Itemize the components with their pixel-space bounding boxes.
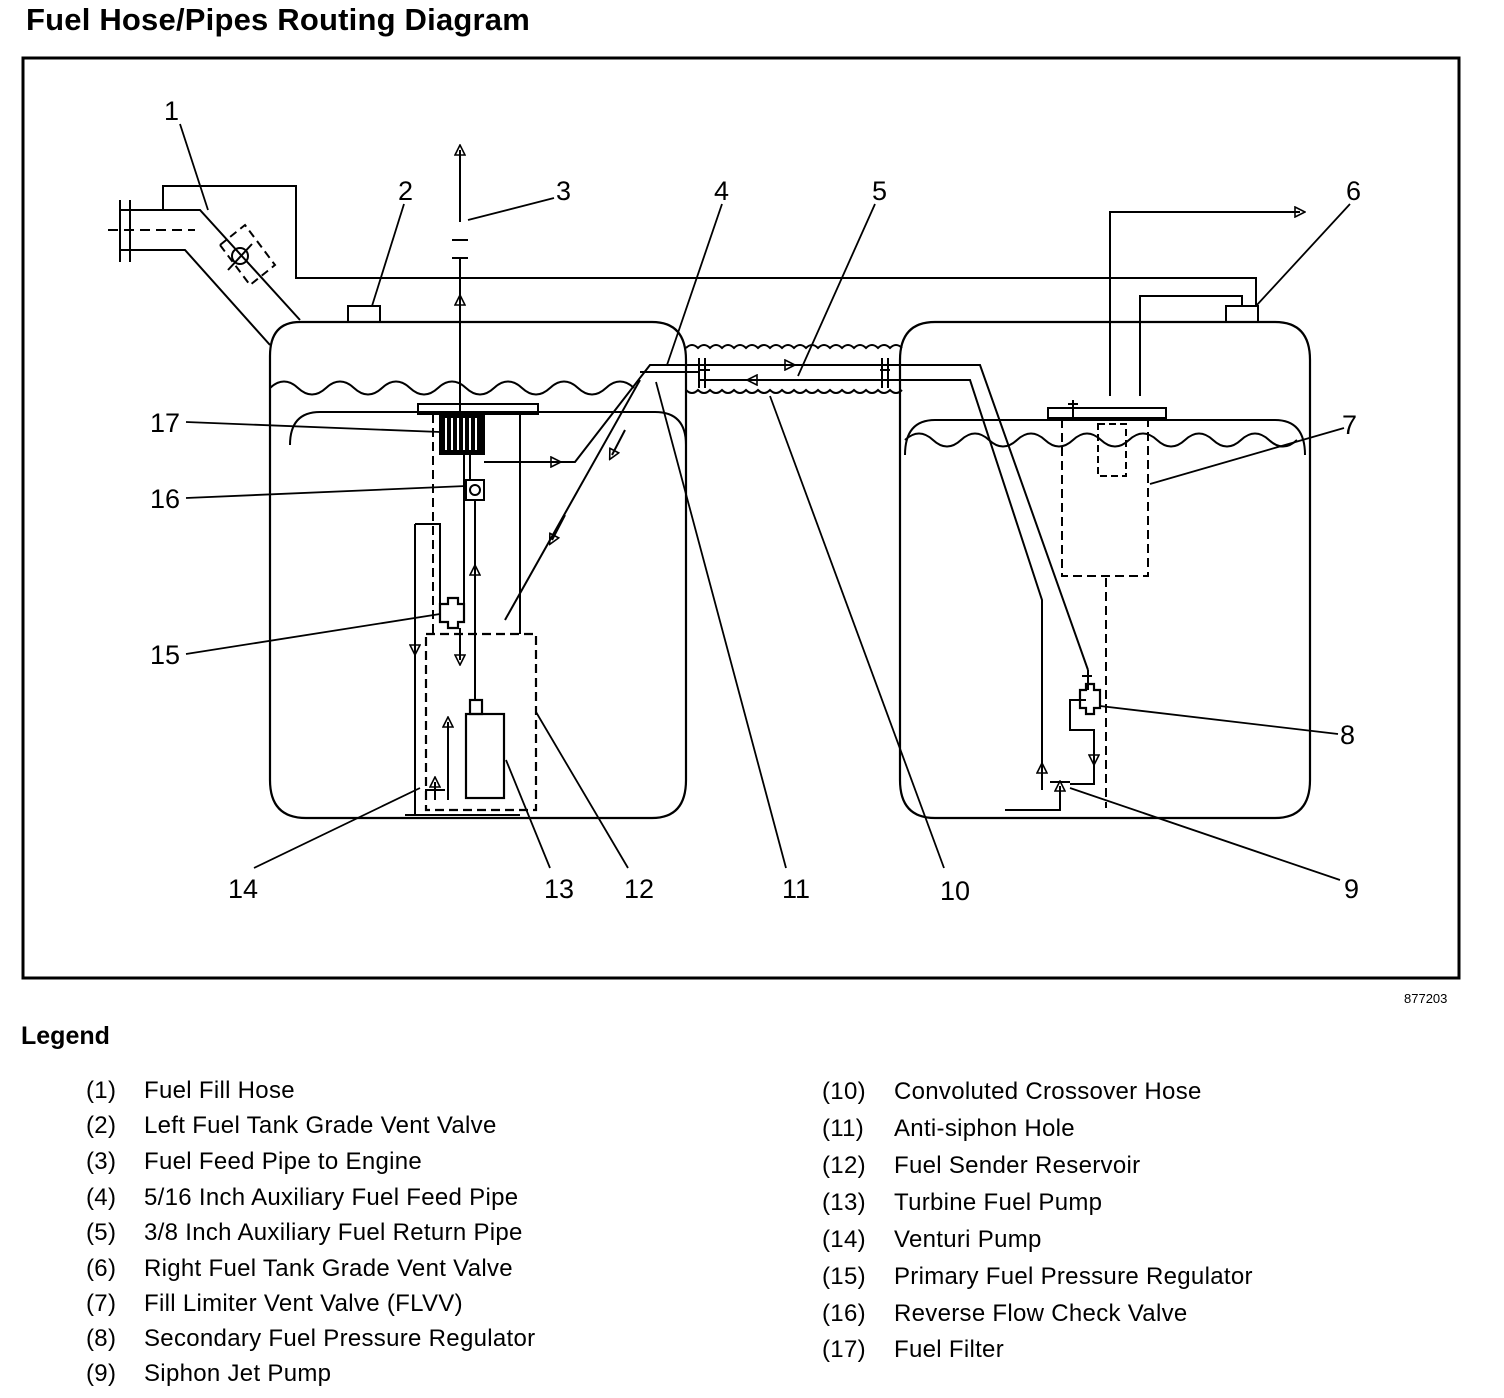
callout-5: 5: [872, 176, 887, 206]
right-vent-line: [1109, 212, 1300, 396]
callout-12: 12: [624, 874, 654, 904]
legend-item-7: (7)Fill Limiter Vent Valve (FLVV): [86, 1290, 463, 1317]
crossover-hose: [685, 344, 903, 394]
fuel-routing-diagram: 1 2 3 4 5 6 7 8 9 10 11 12 13 14 15 16 1…: [21, 56, 1461, 1006]
legend-item-4: (4)5/16 Inch Auxiliary Fuel Feed Pipe: [86, 1184, 519, 1211]
callout-leaders: [179, 123, 1351, 881]
reverse-flow-check-valve: [465, 479, 485, 501]
callout-14: 14: [228, 874, 258, 904]
legend-item-16: (16)Reverse Flow Check Valve: [822, 1300, 1188, 1327]
legend-item-6: (6)Right Fuel Tank Grade Vent Valve: [86, 1255, 513, 1282]
callout-17: 17: [150, 408, 180, 438]
legend-item-15: (15)Primary Fuel Pressure Regulator: [822, 1263, 1253, 1290]
callout-7: 7: [1342, 410, 1357, 440]
legend-item-17: (17)Fuel Filter: [822, 1336, 1004, 1363]
fuel-sender-reservoir: [424, 632, 538, 812]
right-vent-valve: [1225, 305, 1259, 323]
legend-item-9: (9)Siphon Jet Pump: [86, 1360, 332, 1387]
legend-item-10: (10)Convoluted Crossover Hose: [822, 1078, 1202, 1105]
legend-item-12: (12)Fuel Sender Reservoir: [822, 1152, 1141, 1179]
legend-item-1: (1)Fuel Fill Hose: [86, 1077, 295, 1104]
legend-item-3: (3)Fuel Feed Pipe to Engine: [86, 1148, 423, 1175]
callout-8: 8: [1340, 720, 1355, 750]
callout-1: 1: [164, 96, 179, 126]
feed-pipe-to-engine: [452, 150, 468, 414]
left-vent-valve: [347, 305, 381, 323]
secondary-pressure-regulator: [1078, 682, 1102, 716]
fill-limiter-vent-valve: [1047, 400, 1167, 808]
left-fuel-tank: [268, 320, 688, 820]
callout-4: 4: [714, 176, 729, 206]
callout-3: 3: [556, 176, 571, 206]
legend-item-13: (13)Turbine Fuel Pump: [822, 1189, 1103, 1216]
callout-11: 11: [782, 874, 810, 904]
fuel-fill-hose: [108, 185, 1257, 346]
callout-13: 13: [544, 874, 574, 904]
legend-item-5: (5)3/8 Inch Auxiliary Fuel Return Pipe: [86, 1219, 523, 1246]
callout-2: 2: [398, 176, 413, 206]
module-plumbing: [405, 364, 698, 816]
auxiliary-pipes: [698, 358, 1089, 768]
siphon-jet-pump: [1005, 670, 1094, 811]
callout-6: 6: [1346, 176, 1361, 206]
venturi-pump: [425, 722, 448, 800]
callout-15: 15: [150, 640, 180, 670]
callout-16: 16: [150, 484, 180, 514]
right-fuel-tank: [898, 320, 1312, 820]
callout-numbers: 1 2 3 4 5 6 7 8 9 10 11 12 13 14 15 16 1…: [150, 96, 1361, 906]
turbine-fuel-pump: [464, 698, 506, 800]
legend-item-8: (8)Secondary Fuel Pressure Regulator: [86, 1325, 536, 1352]
legend-item-14: (14)Venturi Pump: [822, 1226, 1042, 1253]
primary-pressure-regulator: [438, 596, 466, 630]
callout-9: 9: [1344, 874, 1359, 904]
legend-heading: Legend: [21, 1022, 110, 1050]
fuel-filter: [417, 403, 539, 455]
callout-10: 10: [940, 876, 970, 906]
diagram-frame: [21, 56, 1461, 980]
figure-id: 877203: [1404, 991, 1447, 1006]
legend-item-11: (11)Anti-siphon Hole: [822, 1115, 1075, 1142]
legend-item-2: (2)Left Fuel Tank Grade Vent Valve: [86, 1112, 497, 1139]
page-title: Fuel Hose/Pipes Routing Diagram: [26, 2, 531, 37]
